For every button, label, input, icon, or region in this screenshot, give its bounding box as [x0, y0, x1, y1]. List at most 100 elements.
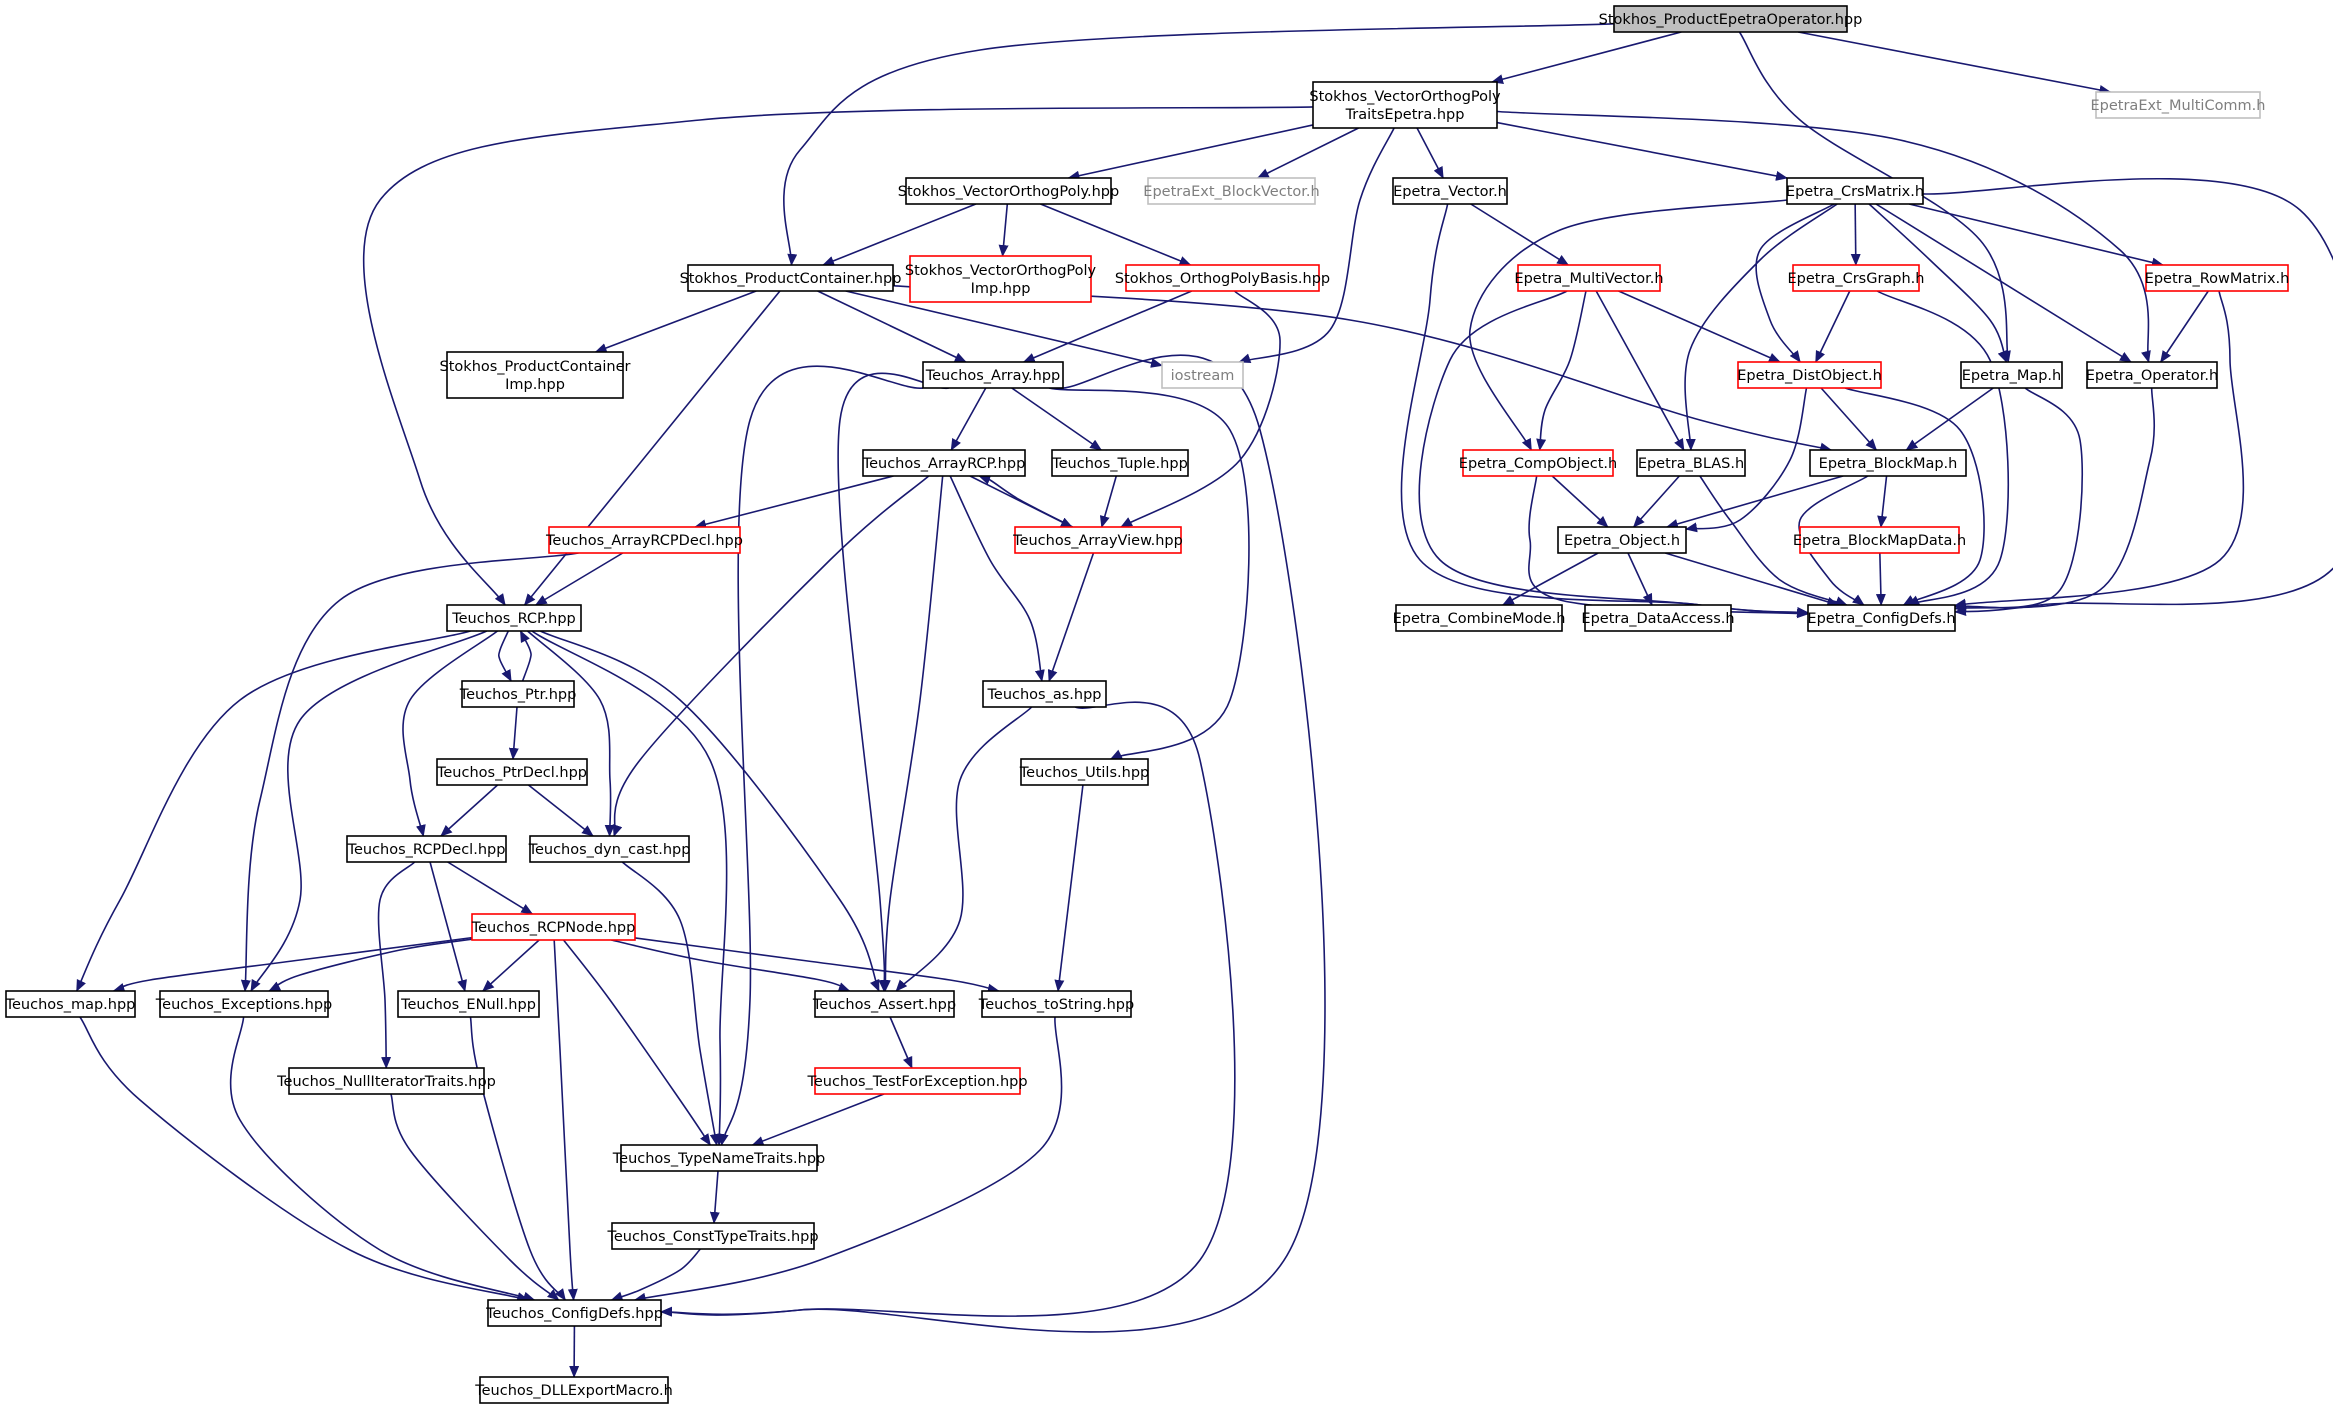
node-ttuple[interactable]: Teuchos_Tuple.hpp	[1051, 449, 1189, 477]
node-tassert[interactable]: Teuchos_Assert.hpp	[812, 990, 956, 1018]
node-tmap[interactable]: Teuchos_map.hpp	[5, 990, 136, 1018]
node-label: Stokhos_VectorOrthogPoly	[1309, 89, 1501, 105]
edge-line	[1067, 124, 1314, 181]
edge-distobject-to-econfigdefs	[1844, 387, 1985, 606]
node-blockmapdata[interactable]: Epetra_BlockMapData.h	[1793, 526, 1966, 554]
edge-eblas-to-econfigdefs	[1699, 475, 1848, 606]
node-ttypename[interactable]: Teuchos_TypeNameTraits.hpp	[612, 1144, 825, 1172]
edge-tas-to-tassert	[895, 706, 1033, 992]
node-tenull[interactable]: Teuchos_ENull.hpp	[397, 990, 540, 1018]
node-ttostring[interactable]: Teuchos_toString.hpp	[978, 990, 1134, 1018]
node-tdyncast[interactable]: Teuchos_dyn_cast.hpp	[528, 835, 691, 863]
node-arrayrcpdecl[interactable]: Teuchos_ArrayRCPDecl.hpp	[545, 526, 743, 554]
node-econfigdefs[interactable]: Epetra_ConfigDefs.h	[1807, 604, 1956, 632]
edge-line	[998, 203, 1009, 257]
node-trcp[interactable]: Teuchos_RCP.hpp	[446, 604, 582, 632]
edge-tmap-to-tconfigdefs	[79, 1016, 530, 1302]
edge-line	[612, 475, 930, 837]
edge-line	[1536, 290, 1587, 451]
node-label: Teuchos_Utils.hpp	[1019, 765, 1149, 781]
edge-trcpdecl-to-tenull	[429, 861, 467, 992]
node-box	[1161, 361, 1244, 389]
node-opbasis[interactable]: Stokhos_OrthogPolyBasis.hpp	[1115, 264, 1330, 292]
node-eblas[interactable]: Epetra_BLAS.h	[1636, 449, 1746, 477]
node-eoperator[interactable]: Epetra_Operator.h	[2086, 361, 2218, 389]
node-label: Imp.hpp	[971, 281, 1031, 297]
edge-line	[2160, 290, 2209, 363]
node-evector[interactable]: Epetra_Vector.h	[1392, 177, 1508, 205]
node-arrayview[interactable]: Teuchos_ArrayView.hpp	[1012, 526, 1183, 554]
node-blockvector[interactable]: EpetraExt_BlockVector.h	[1143, 177, 1320, 205]
edge-opbasis-to-tarray	[1022, 290, 1193, 363]
edge-tnulliter-to-tconfigdefs	[390, 1093, 560, 1301]
node-prodcont[interactable]: Stokhos_ProductContainer.hpp	[680, 264, 902, 292]
edge-line	[822, 203, 977, 266]
edge-line	[527, 784, 594, 837]
edge-line	[1501, 552, 1599, 606]
node-texceptions[interactable]: Teuchos_Exceptions.hpp	[155, 990, 332, 1018]
node-root[interactable]: Stokhos_ProductEpetraOperator.hpp	[1599, 5, 1863, 33]
edge-line	[895, 706, 1033, 992]
node-trcpnode[interactable]: Teuchos_RCPNode.hpp	[471, 913, 636, 941]
node-multivector[interactable]: Epetra_MultiVector.h	[1514, 264, 1664, 292]
node-dataaccess[interactable]: Epetra_DataAccess.h	[1581, 604, 1735, 632]
node-multicomm[interactable]: EpetraExt_MultiComm.h	[2091, 91, 2266, 119]
node-tptrdecl[interactable]: Teuchos_PtrDecl.hpp	[436, 758, 588, 786]
node-box	[446, 351, 624, 399]
node-tconfigdefs[interactable]: Teuchos_ConfigDefs.hpp	[485, 1299, 663, 1327]
node-distobject[interactable]: Epetra_DistObject.h	[1737, 361, 1882, 389]
node-vop[interactable]: Stokhos_VectorOrthogPoly.hpp	[898, 177, 1119, 205]
node-tutils[interactable]: Teuchos_Utils.hpp	[1019, 758, 1149, 786]
edge-line	[553, 939, 578, 1301]
edge-line	[1850, 203, 1861, 266]
edge-root-to-multicomm	[1797, 31, 2112, 95]
node-crsmatrix[interactable]: Epetra_CrsMatrix.h	[1786, 177, 1924, 205]
edge-line	[660, 701, 1236, 1317]
node-blockmap[interactable]: Epetra_BlockMap.h	[1809, 449, 1967, 477]
node-label: Epetra_BLAS.h	[1638, 456, 1744, 472]
node-box	[1636, 449, 1746, 477]
node-label: Teuchos_ArrayView.hpp	[1012, 533, 1183, 549]
node-tdllexport[interactable]: Teuchos_DLLExportMacro.h	[474, 1376, 673, 1404]
edge-crsmatrix-to-rowmatrix	[1908, 203, 2164, 268]
node-arrayrcp[interactable]: Teuchos_ArrayRCP.hpp	[862, 449, 1026, 477]
edge-voptEpetra-to-blockvector	[1256, 127, 1359, 179]
node-box	[1392, 177, 1508, 205]
node-tas[interactable]: Teuchos_as.hpp	[982, 680, 1107, 708]
node-tnulliter[interactable]: Teuchos_NullIteratorTraits.hpp	[276, 1067, 496, 1095]
edge-line	[1875, 203, 2132, 363]
node-crsgraph[interactable]: Epetra_CrsGraph.h	[1788, 264, 1925, 292]
edge-line	[1876, 290, 2010, 606]
edge-line	[660, 354, 1326, 1333]
edge-ttypename-to-tconsttype	[709, 1170, 720, 1224]
node-label: Teuchos_dyn_cast.hpp	[528, 842, 691, 858]
node-compobject[interactable]: Epetra_CompObject.h	[1459, 449, 1617, 477]
node-emap[interactable]: Epetra_Map.h	[1960, 361, 2063, 389]
edge-voptEpetra-to-iostream	[1238, 127, 1395, 364]
node-box	[1613, 5, 1848, 33]
node-label: Epetra_Operator.h	[2086, 368, 2218, 384]
edge-layer	[75, 23, 2333, 1378]
node-tconsttype[interactable]: Teuchos_ConstTypeTraits.hpp	[606, 1222, 819, 1250]
node-rowmatrix[interactable]: Epetra_RowMatrix.h	[2145, 264, 2290, 292]
edge-line	[694, 475, 894, 530]
node-trcpdecl[interactable]: Teuchos_RCPDecl.hpp	[346, 835, 507, 863]
edge-line	[1099, 475, 1118, 528]
node-eobject[interactable]: Epetra_Object.h	[1557, 526, 1687, 554]
node-iostream[interactable]: iostream	[1161, 361, 1244, 389]
node-combinemode[interactable]: Epetra_CombineMode.h	[1393, 604, 1566, 632]
node-tptr[interactable]: Teuchos_Ptr.hpp	[459, 680, 577, 708]
edge-prodcont-to-trcp	[523, 290, 781, 606]
edge-texceptions-to-tconfigdefs	[229, 1016, 536, 1302]
edge-tarray-to-tutils	[1048, 387, 1250, 760]
node-ttestexc[interactable]: Teuchos_TestForException.hpp	[806, 1067, 1028, 1095]
node-box	[687, 264, 894, 292]
edge-trcpnode-to-tmap	[112, 936, 473, 993]
node-tarray[interactable]: Teuchos_Array.hpp	[922, 361, 1064, 389]
edge-root-to-prodcont	[783, 23, 1615, 266]
node-box	[1020, 758, 1149, 786]
